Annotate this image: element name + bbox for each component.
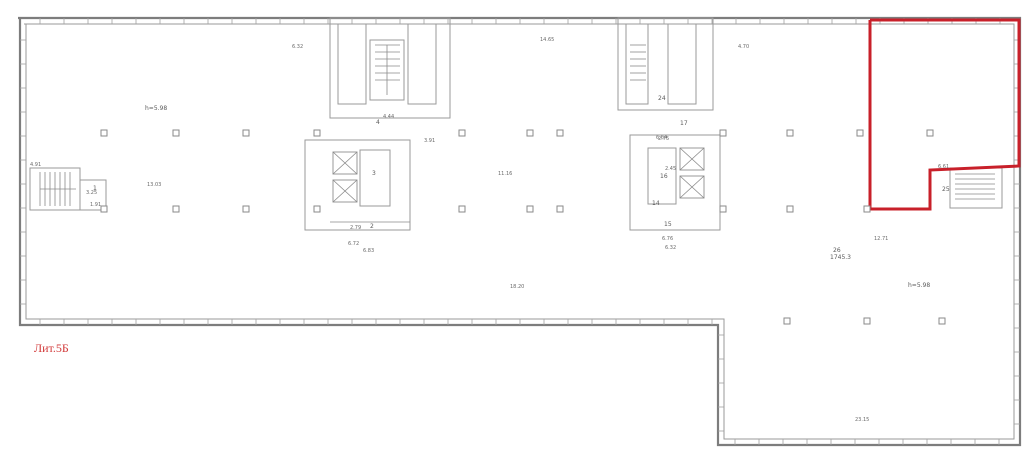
dim-7: 14.65: [540, 37, 554, 43]
dim-4: 13.03: [147, 182, 161, 188]
room-25: 25: [942, 186, 950, 193]
highlighted-area: [868, 18, 1021, 211]
column-12: [172, 205, 180, 213]
dim-22: 1.91: [90, 202, 101, 208]
right-staircase: [949, 167, 1003, 209]
dim-17: 6.64: [656, 135, 667, 141]
column-10: [926, 129, 934, 137]
dim-21: 6.61: [938, 164, 949, 170]
dim-10: 23.15: [855, 417, 869, 423]
room-15: 15: [664, 221, 672, 228]
core-right: [617, 17, 721, 231]
column-3: [313, 129, 321, 137]
dim-14: 4.70: [738, 44, 749, 50]
dim-3: 3.25: [86, 190, 97, 196]
room-17: 17: [680, 120, 688, 127]
column-21: [783, 317, 791, 325]
column-6: [556, 129, 564, 137]
outer-walls: [18, 16, 1022, 447]
dim-9: 6.32: [665, 245, 676, 251]
height-label-left: h=5.98: [145, 105, 167, 112]
column-22: [863, 317, 871, 325]
column-2: [242, 129, 250, 137]
dim-1: 4.91: [30, 162, 41, 168]
room-26: 26: [833, 247, 841, 254]
dim-20: 2.75: [658, 136, 669, 142]
room-1: 1: [93, 185, 97, 192]
lit-label: Лит.5Б: [34, 341, 69, 355]
room-4: 4: [376, 119, 380, 126]
dim-2: 6.32: [292, 44, 303, 50]
height-label-right: h=5.98: [908, 282, 930, 289]
dim-15: 3.91: [424, 138, 435, 144]
column-11: [100, 205, 108, 213]
column-13: [242, 205, 250, 213]
room-2: 2: [370, 223, 374, 230]
column-20: [863, 205, 871, 213]
dim-5: 2.79: [350, 225, 361, 231]
column-7: [719, 129, 727, 137]
room-14: 14: [652, 200, 660, 207]
dim-13: 6.76: [662, 236, 673, 242]
column-15: [458, 205, 466, 213]
column-16: [526, 205, 534, 213]
dim-16: 2.45: [665, 166, 676, 172]
dim-12: 4.44: [383, 114, 394, 120]
column-1: [172, 129, 180, 137]
columns: [100, 129, 946, 325]
column-18: [719, 205, 727, 213]
column-23: [938, 317, 946, 325]
column-5: [526, 129, 534, 137]
column-8: [786, 129, 794, 137]
column-9: [856, 129, 864, 137]
dim-6: 6.72: [348, 241, 359, 247]
dim-11: 6.83: [363, 248, 374, 254]
column-14: [313, 205, 321, 213]
room-16: 16: [660, 173, 668, 180]
column-17: [556, 205, 564, 213]
dim-8: 18.20: [510, 284, 524, 290]
column-19: [786, 205, 794, 213]
room-3: 3: [372, 170, 376, 177]
core-left: [304, 17, 451, 231]
window-marks: [20, 18, 1020, 445]
dim-19: 12.71: [874, 236, 888, 242]
column-0: [100, 129, 108, 137]
column-4: [458, 129, 466, 137]
dim-18: 11.16: [498, 171, 512, 177]
room-24: 24: [658, 95, 666, 102]
left-staircase: [29, 167, 107, 211]
area-label: 1745.3: [830, 254, 851, 261]
